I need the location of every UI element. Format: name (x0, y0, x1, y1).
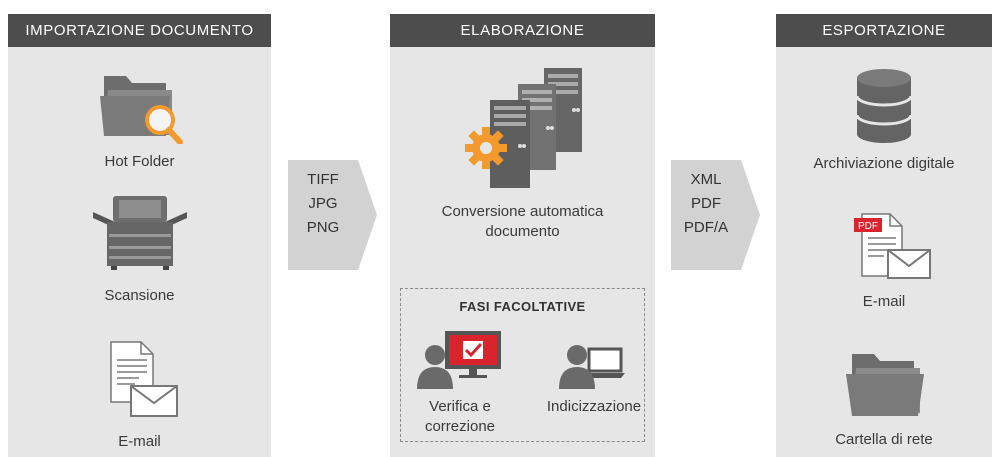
pdf-email-item: PDF E-mail (776, 208, 992, 312)
index-label: Indicizzazione (546, 398, 642, 415)
folder-search-icon (99, 76, 183, 144)
processing-title: ELABORAZIONE (390, 14, 655, 47)
network-folder-label: Cartella di rete (835, 431, 933, 448)
scanner-icon (92, 196, 187, 270)
import-panel: IMPORTAZIONE DOCUMENTO Hot Folder Scansi… (8, 14, 271, 457)
pdf-badge-text: PDF (858, 221, 878, 232)
scanner-label: Scansione (104, 287, 175, 304)
hot-folder-item: Hot Folder (8, 66, 271, 172)
folder-icon (846, 354, 924, 416)
pdf-mail-icon: PDF (854, 213, 931, 279)
conversion-item: Conversione automatica documento (390, 66, 655, 242)
verify-label-1: Verifica e (429, 398, 491, 415)
input-formats: TIFF JPG PNG (288, 168, 358, 240)
pdf-email-label: E-mail (862, 293, 906, 310)
optional-steps-title: FASI FACOLTATIVE (459, 299, 586, 314)
verify-label-2: correzione (424, 418, 496, 435)
archive-item: Archiviazione digitale (776, 66, 992, 174)
servers-gear-icon (464, 68, 582, 188)
database-icon (855, 69, 913, 143)
format-pdfa: PDF/A (683, 219, 729, 236)
import-title: IMPORTAZIONE DOCUMENTO (8, 14, 271, 47)
email-label: E-mail (118, 433, 161, 450)
scanner-item: Scansione (8, 190, 271, 306)
format-pdf: PDF (691, 195, 721, 212)
document-mail-icon (109, 341, 178, 417)
export-title: ESPORTAZIONE (776, 14, 992, 47)
user-laptop-icon (559, 345, 625, 389)
archive-label: Archiviazione digitale (813, 155, 955, 172)
user-monitor-check-icon (417, 331, 501, 389)
format-tiff: TIFF (307, 171, 339, 188)
email-item: E-mail (8, 340, 271, 452)
optional-steps-box: FASI FACOLTATIVE Verifica e correzione (400, 288, 645, 442)
conversion-label-1: Conversione automatica (441, 203, 604, 220)
format-arrow-output: XML PDF PDF/A (671, 160, 760, 270)
export-panel: ESPORTAZIONE Archiviazione digitale PDF … (776, 14, 992, 457)
arrow-shape (288, 160, 377, 270)
network-folder-item: Cartella di rete (776, 348, 992, 450)
arrow-shape (671, 160, 760, 270)
conversion-label-2: documento (485, 223, 560, 240)
format-jpg: JPG (308, 195, 338, 212)
format-png: PNG (306, 219, 340, 236)
verify-item: Verifica e correzione (405, 329, 515, 437)
index-item: Indicizzazione (539, 329, 649, 417)
processing-panel: ELABORAZIONE (390, 14, 655, 457)
output-formats: XML PDF PDF/A (671, 168, 741, 240)
format-arrow-input: TIFF JPG PNG (288, 160, 377, 270)
format-xml: XML (690, 171, 722, 188)
hot-folder-label: Hot Folder (104, 153, 175, 170)
